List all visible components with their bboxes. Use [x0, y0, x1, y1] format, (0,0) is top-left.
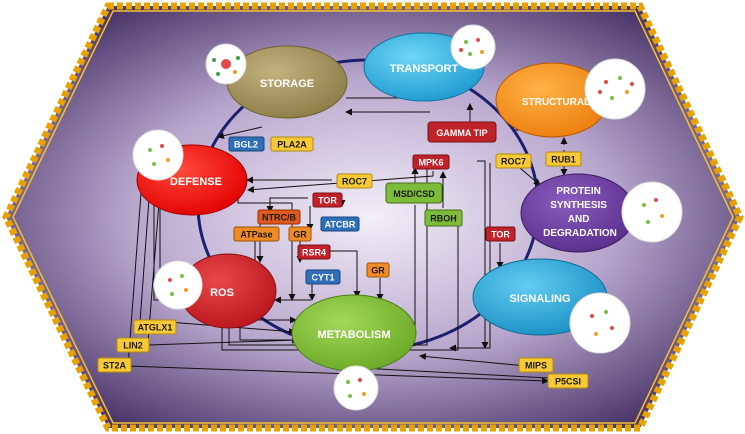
gene-rboh-label: RBOH	[430, 214, 457, 224]
gene-atcbr-label: ATCBR	[325, 220, 356, 230]
transport-label: TRANSPORT	[390, 63, 459, 75]
defense-network-thumbnail	[132, 129, 184, 181]
node-ros[interactable]: ROS	[179, 253, 277, 329]
gene-rsr4-tag[interactable]: RSR4	[297, 244, 331, 260]
defense-label: DEFENSE	[170, 176, 222, 188]
gene-atcbr-tag[interactable]: ATCBR	[320, 216, 360, 232]
network-thumbnails	[132, 24, 683, 411]
svg-text:PROTEIN SYNTHESIS: PROTEIN SYNTHESIS AND DEGRADATION	[543, 186, 617, 239]
gene-atpase-label: ATPase	[240, 230, 272, 240]
gene-rub1-tag[interactable]: RUB1	[545, 151, 582, 167]
gene-gr-left-tag[interactable]: GR	[288, 226, 312, 242]
gene-p5csi-tag[interactable]: P5CSI	[547, 373, 589, 389]
structural-network-thumbnail	[584, 58, 646, 120]
hexagon-inner-border	[12, 10, 734, 424]
gene-tor-top-tag[interactable]: TOR	[312, 192, 343, 208]
metabolism-label: METABOLISM	[317, 329, 390, 341]
gene-atpase-tag[interactable]: ATPase	[233, 226, 280, 242]
gene-ntrc-b-tag[interactable]: NTRC/B	[257, 209, 301, 225]
protein-label-line4: DEGRADATION	[543, 228, 617, 239]
structural-label: STRUCTURAL	[522, 97, 590, 108]
gene-rsr4-label: RSR4	[302, 248, 326, 258]
gene-rboh-tag[interactable]: RBOH	[424, 209, 463, 227]
gene-gr-right-tag[interactable]: GR	[366, 262, 390, 278]
gene-pla2a-label: PLA2A	[277, 140, 307, 150]
gene-rub1-label: RUB1	[551, 155, 576, 165]
storage-label: STORAGE	[260, 78, 314, 90]
gene-lin2-label: LIN2	[123, 341, 143, 351]
gene-msd-csd-tag[interactable]: MSD/CSD	[385, 182, 443, 204]
ros-label: ROS	[210, 287, 234, 299]
gene-mpk6-label: MPK6	[418, 158, 443, 168]
gene-st2a-tag[interactable]: ST2A	[97, 357, 132, 373]
transport-network-thumbnail	[450, 24, 496, 70]
gene-cyt1-label: CYT1	[311, 273, 334, 283]
protein-network-thumbnail	[621, 181, 683, 243]
gene-cyt1-tag[interactable]: CYT1	[305, 269, 341, 285]
gene-mpk6-tag[interactable]: MPK6	[412, 154, 450, 170]
protein-label-line2: SYNTHESIS	[550, 200, 607, 211]
protein-label-line3: AND	[568, 214, 590, 225]
gene-atglx1-label: ATGLX1	[138, 323, 173, 333]
metabolism-network-thumbnail	[333, 365, 379, 411]
gene-pla2a-tag[interactable]: PLA2A	[270, 136, 314, 152]
gene-gamma-tip-label: GAMMA TIP	[436, 128, 487, 138]
ros-network-thumbnail	[153, 260, 203, 310]
node-protein-synthesis[interactable]: PROTEIN SYNTHESIS AND DEGRADATION	[520, 173, 636, 253]
protein-label-line1: PROTEIN	[556, 186, 600, 197]
gene-st2a-label: ST2A	[103, 361, 127, 371]
gene-p5csi-label: P5CSI	[555, 377, 581, 387]
gene-bgl2-tag[interactable]: BGL2	[228, 136, 265, 152]
gene-gamma-tip-tag[interactable]: GAMMA TIP	[427, 121, 497, 143]
gene-roc7-right-tag[interactable]: ROC7	[495, 153, 532, 169]
gene-mips-tag[interactable]: MIPS	[518, 357, 554, 373]
gene-tor-right-label: TOR	[491, 230, 510, 240]
node-metabolism[interactable]: METABOLISM	[291, 294, 417, 372]
gene-lin2-tag[interactable]: LIN2	[116, 337, 150, 353]
gene-tor-right-tag[interactable]: TOR	[485, 226, 516, 242]
gene-roc7-right-label: ROC7	[501, 157, 526, 167]
signaling-network-thumbnail	[569, 292, 631, 354]
gene-gr-right-label: GR	[371, 266, 385, 276]
gene-tor-top-label: TOR	[318, 196, 337, 206]
gene-roc7-left-tag[interactable]: ROC7	[336, 173, 373, 189]
gene-roc7-left-label: ROC7	[342, 177, 367, 187]
gene-mips-label: MIPS	[525, 361, 547, 371]
gene-gr-left-label: GR	[293, 230, 307, 240]
gene-atglx1-tag[interactable]: ATGLX1	[133, 319, 177, 335]
signaling-label: SIGNALING	[509, 293, 570, 305]
gene-ntrc-b-label: NTRC/B	[262, 213, 296, 223]
gene-bgl2-label: BGL2	[234, 140, 258, 150]
gene-msd-csd-label: MSD/CSD	[393, 189, 435, 199]
